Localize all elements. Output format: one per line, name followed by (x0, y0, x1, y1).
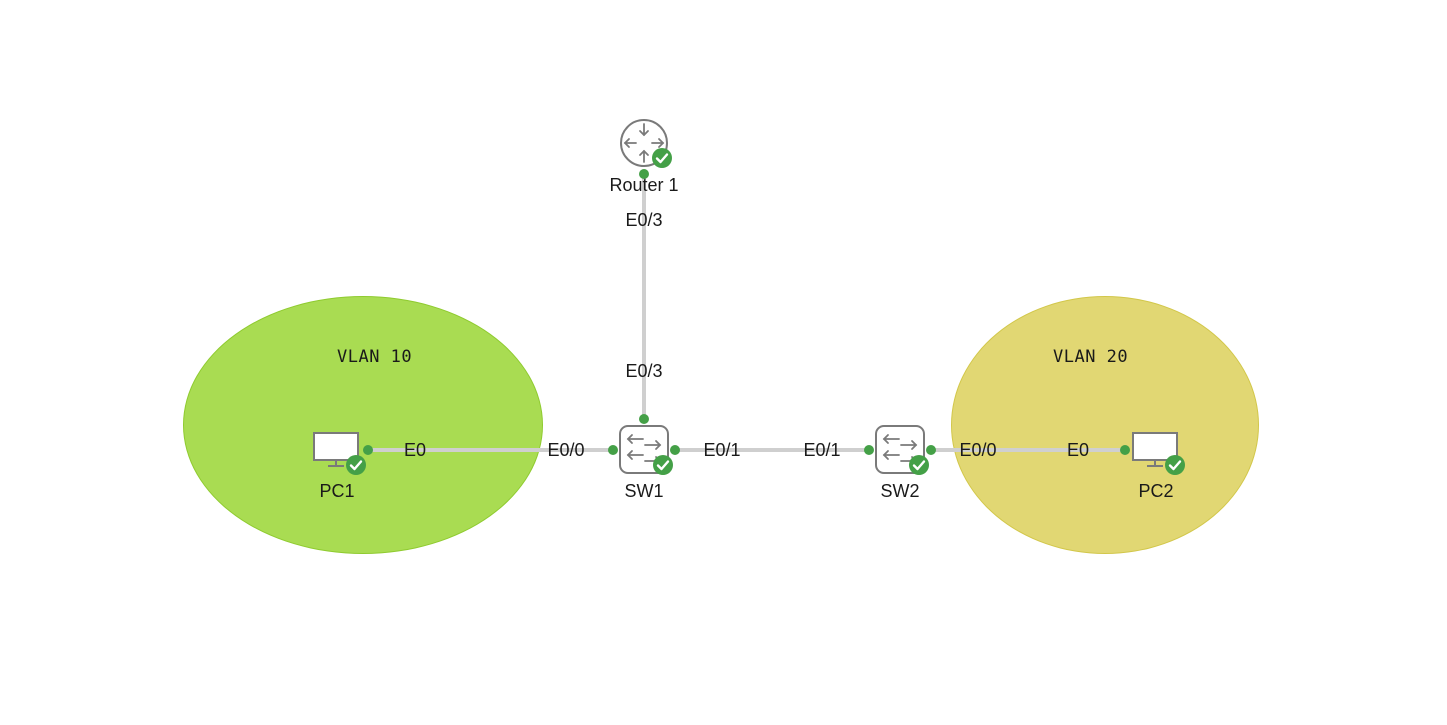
port-dot-router1-e0-3[interactable] (639, 169, 649, 179)
status-ok-icon (346, 455, 366, 475)
sw1-node[interactable] (619, 425, 673, 475)
port-dot-pc2-e0[interactable] (1120, 445, 1130, 455)
pc-icon (1132, 432, 1178, 467)
router1-node[interactable] (619, 119, 672, 169)
link-sw2-pc2[interactable] (931, 448, 1125, 452)
pc2-label: PC2 (1138, 481, 1174, 501)
port-dot-sw1-e0-1[interactable] (670, 445, 680, 455)
port-dot-sw1-e0-0[interactable] (608, 445, 618, 455)
port-label-sw2-e0-1: E0/1 (803, 440, 841, 460)
link-sw1-sw2[interactable] (675, 448, 869, 452)
router1-label: Router 1 (609, 175, 679, 195)
pc1-node[interactable] (313, 432, 371, 475)
link-pc1-sw1[interactable] (368, 448, 613, 452)
sw1-label: SW1 (624, 481, 664, 501)
port-dot-sw2-e0-0[interactable] (926, 445, 936, 455)
port-label-sw1-e0-0: E0/0 (547, 440, 585, 460)
status-ok-icon (652, 148, 672, 168)
link-router1-sw1[interactable] (642, 174, 646, 419)
port-label-pc1-e0: E0 (403, 440, 427, 460)
vlan10-zone[interactable] (183, 296, 543, 554)
port-dot-pc1-e0[interactable] (363, 445, 373, 455)
vlan20-zone-label: VLAN 20 (1053, 347, 1129, 367)
status-ok-icon (1165, 455, 1185, 475)
sw2-label: SW2 (880, 481, 920, 501)
sw2-node[interactable] (875, 425, 929, 475)
port-label-router1-e0-3: E0/3 (625, 210, 663, 230)
port-label-sw2-e0-0: E0/0 (959, 440, 997, 460)
status-ok-icon (909, 455, 929, 475)
port-label-sw1-e0-1: E0/1 (703, 440, 741, 460)
vlan20-zone[interactable] (951, 296, 1259, 554)
port-label-sw1-e0-3: E0/3 (625, 361, 663, 381)
port-dot-sw2-e0-1[interactable] (864, 445, 874, 455)
port-label-pc2-e0: E0 (1066, 440, 1090, 460)
pc-icon (313, 432, 359, 467)
pc1-label: PC1 (319, 481, 355, 501)
vlan10-zone-label: VLAN 10 (337, 347, 413, 367)
status-ok-icon (653, 455, 673, 475)
pc2-node[interactable] (1132, 432, 1190, 475)
port-dot-sw1-e0-3[interactable] (639, 414, 649, 424)
